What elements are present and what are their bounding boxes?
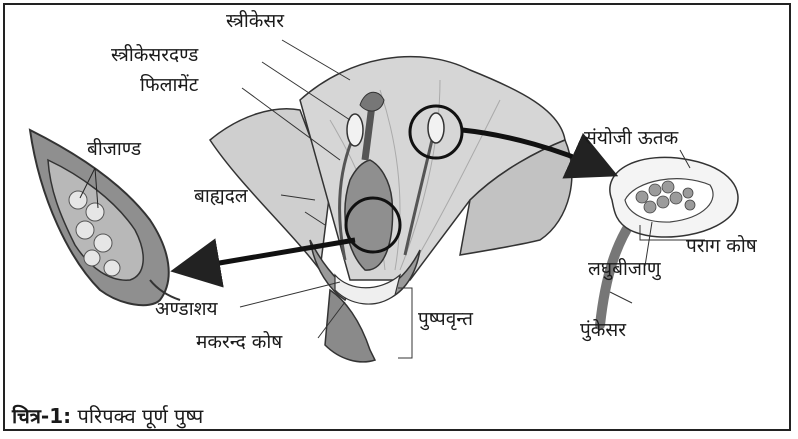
label-connective-tissue: संयोजी ऊतक xyxy=(584,129,678,148)
label-stigma: स्त्रीकेसर xyxy=(226,12,284,31)
label-ovule: बीजाण्ड xyxy=(87,140,141,159)
flower xyxy=(210,57,572,362)
label-style: स्त्रीकेसरदण्ड xyxy=(111,46,198,65)
arrow-to-ovary xyxy=(190,240,355,268)
label-anther: पराग कोष xyxy=(686,237,757,256)
label-pedicel: पुष्पवृन्त xyxy=(418,310,473,329)
label-ovary: अण्डाशय xyxy=(155,300,218,319)
figure-caption: चित्र-1: परिपक्व पूर्ण पुष्प xyxy=(12,402,203,429)
label-sepal: बाह्यदल xyxy=(194,187,248,206)
caption-text: परिपक्व पूर्ण पुष्प xyxy=(78,404,204,428)
label-stamen: पुंकेसर xyxy=(580,321,626,340)
label-microspore: लघुबीजाणु xyxy=(588,260,661,279)
label-filament: फिलामेंट xyxy=(140,76,198,95)
caption-prefix: चित्र-1: xyxy=(12,404,71,428)
label-nectary: मकरन्द कोष xyxy=(196,333,282,352)
